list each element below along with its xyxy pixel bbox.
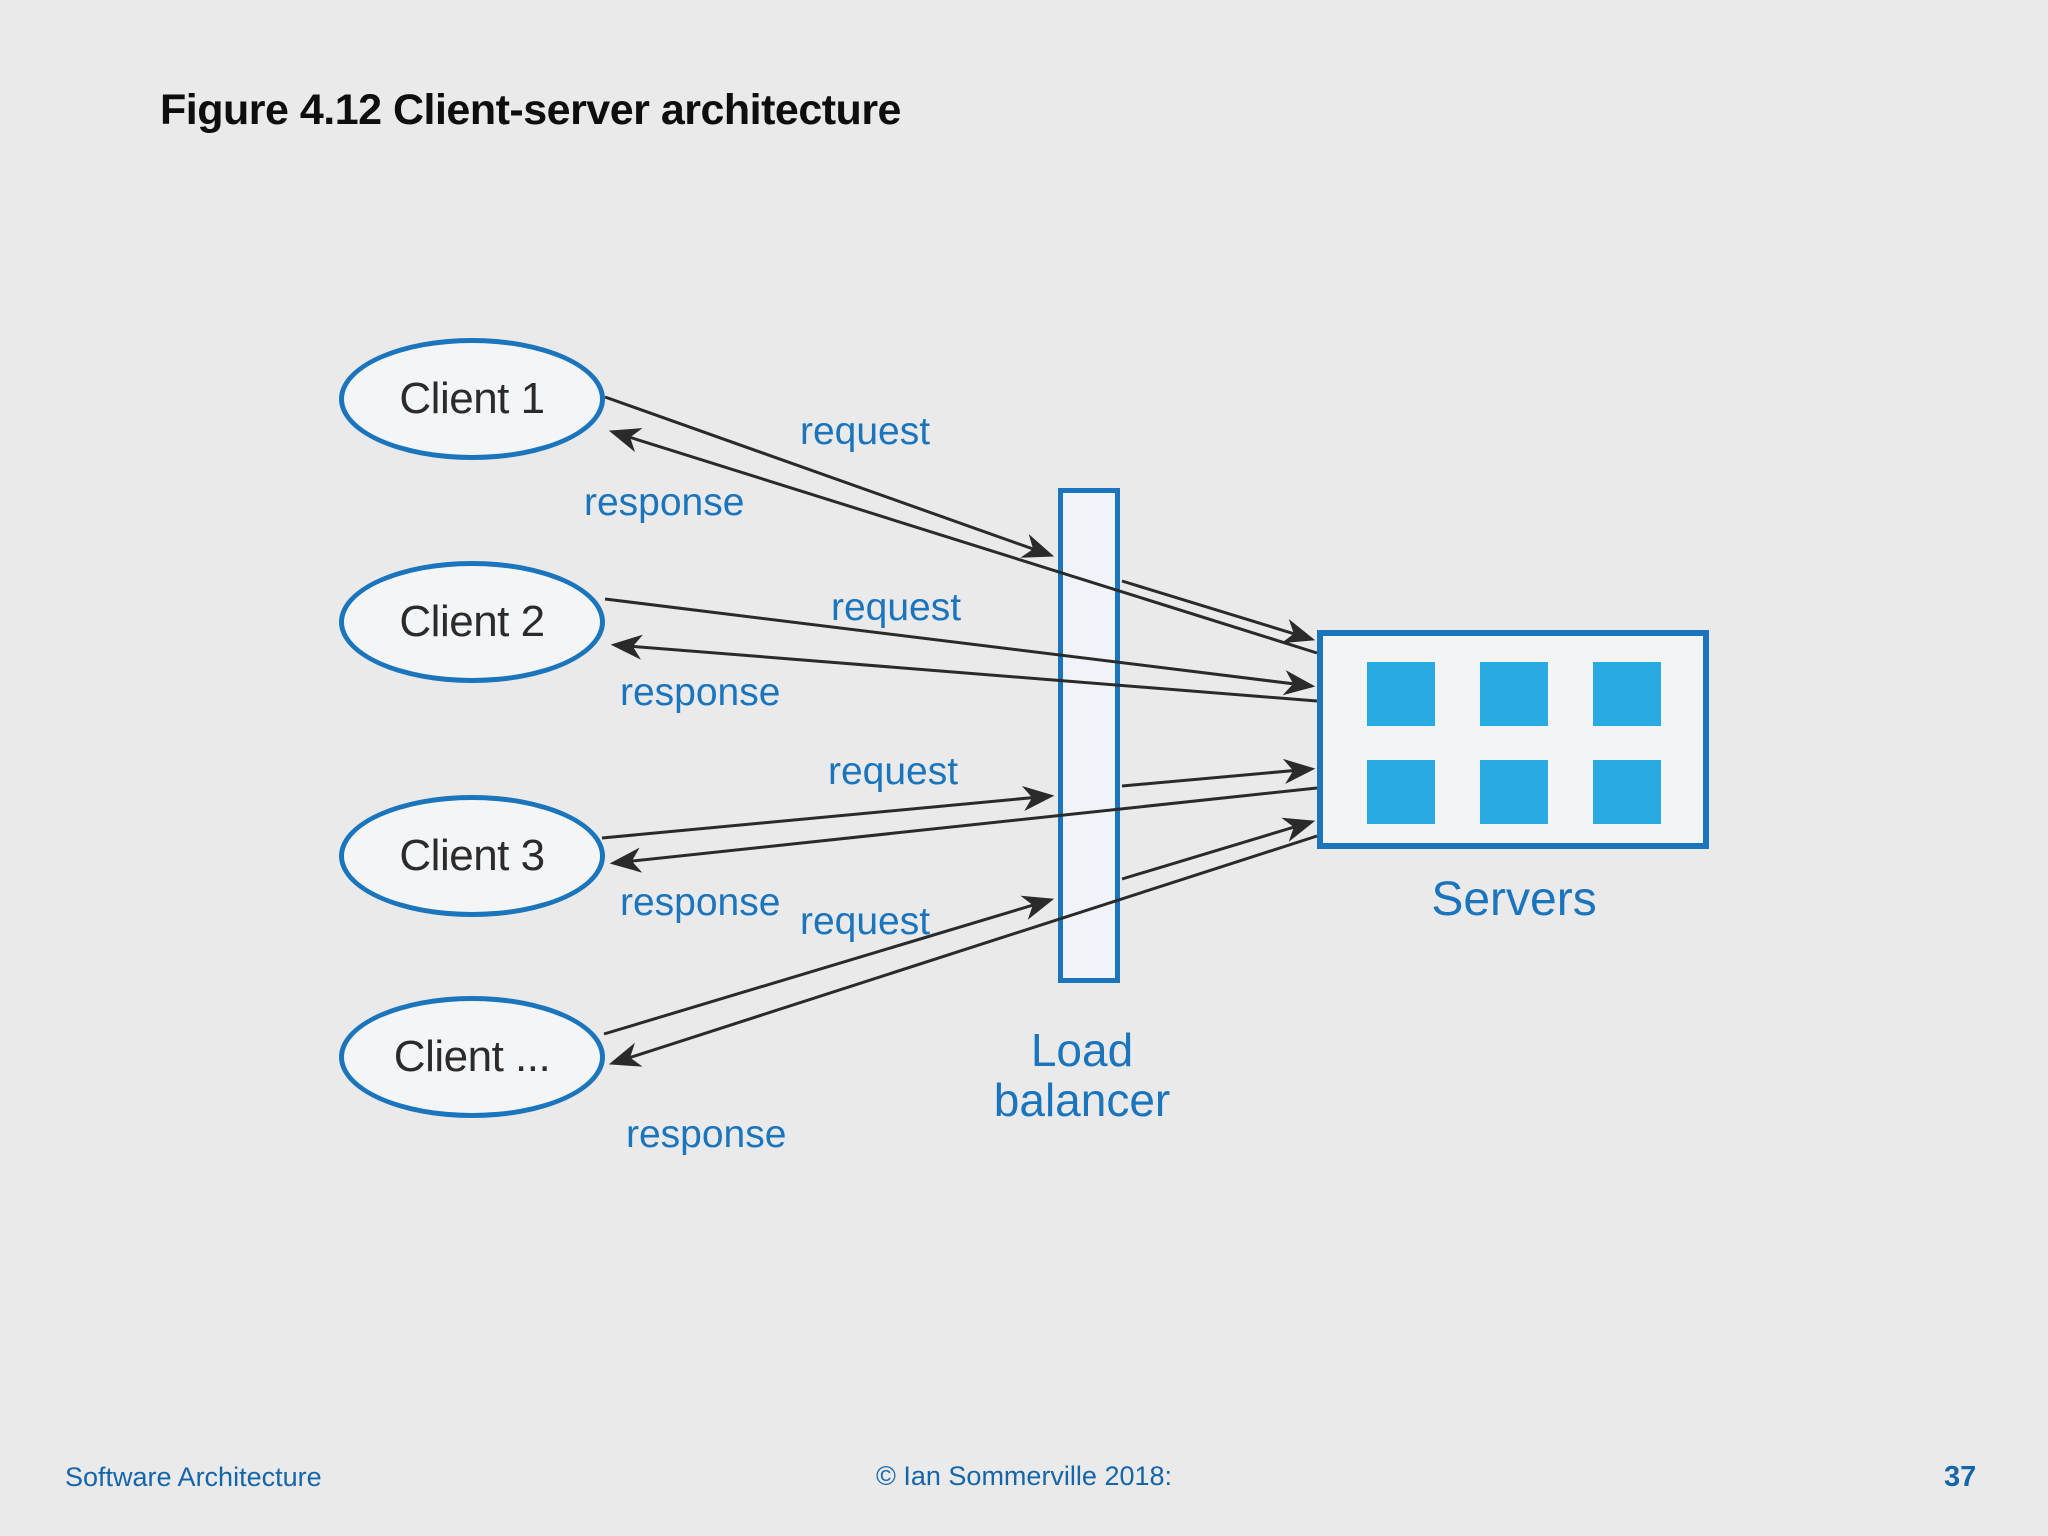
server-icon — [1367, 760, 1435, 824]
server-icon — [1367, 662, 1435, 726]
response-line-servers-to-client4 — [608, 834, 1318, 1067]
footer-copyright: © Ian Sommerville 2018: — [875, 1461, 1173, 1491]
request-label-3: request — [828, 750, 959, 793]
server-icon — [1480, 662, 1548, 726]
response-label-1: response — [584, 481, 745, 524]
response-label-4: response — [626, 1113, 787, 1156]
response-line-servers-to-client2 — [610, 634, 1318, 703]
client-node-2: Client 2 — [339, 561, 605, 683]
request-line-lb-to-servers-3 — [1121, 758, 1316, 788]
response-label-2: response — [620, 671, 781, 714]
client-node-3: Client 3 — [339, 795, 605, 917]
load-balancer-node — [1058, 488, 1120, 983]
response-label-3: response — [620, 881, 781, 924]
client-label: Client 1 — [399, 374, 545, 423]
figure-title: Figure 4.12 Client-server architecture — [160, 86, 901, 134]
request-line-lb-to-servers-4 — [1121, 817, 1316, 881]
request-line-client1-to-lb — [604, 395, 1055, 558]
request-line-client3-to-lb — [601, 785, 1055, 840]
request-line-lb-to-servers-1 — [1121, 579, 1316, 644]
request-label-4: request — [800, 900, 931, 943]
server-icon — [1593, 760, 1661, 824]
request-label-2: request — [831, 586, 962, 629]
request-line-client4-to-lb — [603, 895, 1055, 1036]
client-label: Client ... — [393, 1032, 551, 1081]
servers-label: Servers — [1431, 873, 1597, 926]
load-balancer-label: Load balancer — [993, 1024, 1171, 1126]
request-line-client2-to-servers — [604, 597, 1316, 696]
footer-course-title: Software Architecture — [65, 1462, 322, 1492]
client-label: Client 2 — [399, 597, 545, 646]
client-label: Client 3 — [399, 831, 545, 880]
server-icon — [1593, 662, 1661, 726]
client-node-1: Client 1 — [339, 338, 605, 460]
server-icon — [1480, 760, 1548, 824]
response-line-servers-to-client1 — [608, 428, 1318, 655]
client-node-4: Client ... — [339, 996, 605, 1118]
servers-node — [1317, 630, 1709, 849]
footer-page-number: 37 — [1944, 1461, 1977, 1493]
response-line-servers-to-client3 — [609, 786, 1318, 873]
request-label-1: request — [800, 410, 931, 453]
